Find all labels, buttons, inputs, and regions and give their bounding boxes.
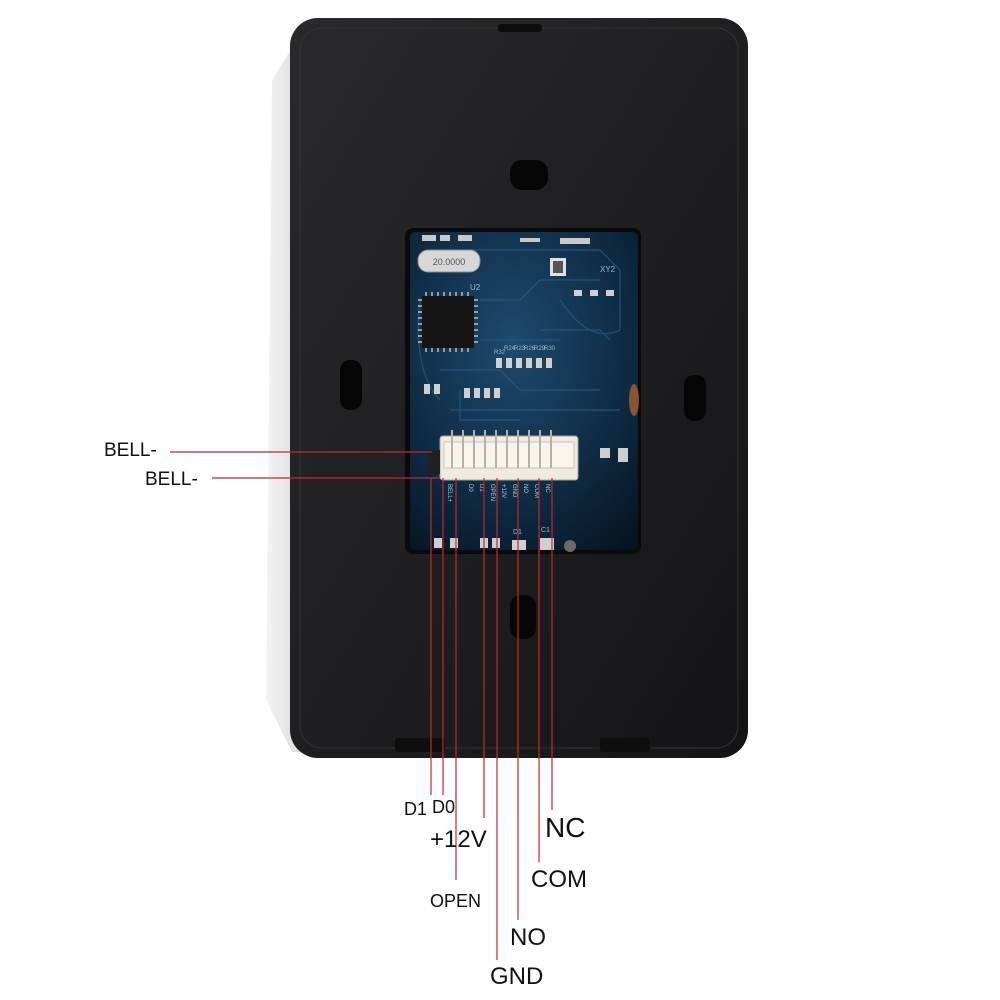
label-com: COM (531, 866, 587, 893)
svg-text:D1: D1 (478, 484, 484, 492)
label-nc: NC (545, 812, 586, 843)
svg-text:R23: R23 (514, 346, 526, 352)
mount-hole-right (684, 375, 706, 421)
svg-text:R29: R29 (534, 346, 546, 352)
svg-text:C1: C1 (541, 527, 550, 534)
svg-text:D0: D0 (467, 484, 473, 492)
svg-text:NO: NO (522, 484, 528, 493)
svg-text:R30: R30 (544, 346, 556, 352)
svg-text:+12V: +12V (500, 484, 506, 498)
svg-text:GND: GND (511, 484, 517, 498)
mount-hole-bottom (510, 595, 536, 639)
wire-connector (439, 430, 579, 481)
capacitor-c1 (540, 538, 554, 550)
svg-text:BELL+: BELL+ (446, 484, 452, 503)
crystal (417, 249, 481, 273)
svg-text:OPEN: OPEN (489, 484, 495, 501)
svg-text:20.0000: 20.0000 (433, 257, 466, 267)
label-no: NO (510, 924, 546, 951)
diode-d1 (512, 540, 526, 550)
svg-text:R32: R32 (494, 350, 506, 356)
leader-lines (170, 451, 553, 960)
mount-hole-top (510, 160, 548, 190)
svg-text:R26: R26 (524, 346, 536, 352)
label-d0: D0 (432, 797, 456, 817)
label-d1: D1 (404, 799, 428, 819)
svg-text:COM: COM (533, 484, 539, 498)
label-bell-bottom: BELL- (145, 469, 198, 490)
label-plus12v: +12V (430, 826, 487, 853)
resistor-bank: R32 R24 R23 R26 R29 R30 (494, 346, 556, 368)
svg-text:R24: R24 (504, 346, 516, 352)
svg-text:NC: NC (544, 484, 550, 493)
label-bell-top: BELL- (104, 440, 157, 461)
pcb-board (410, 232, 638, 550)
svg-text:U2: U2 (470, 283, 481, 292)
label-gnd: GND (490, 963, 544, 990)
mount-hole-left (340, 360, 362, 410)
svg-text:XY2: XY2 (600, 265, 616, 274)
mcu-chip (418, 292, 478, 352)
label-open: OPEN (430, 891, 482, 911)
